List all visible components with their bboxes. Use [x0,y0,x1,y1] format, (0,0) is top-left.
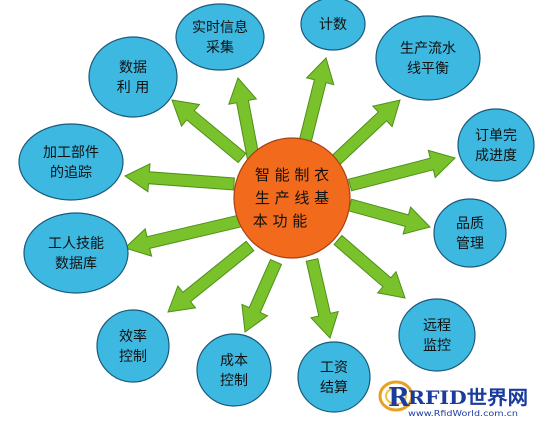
svg-text:R: R [388,383,410,413]
arrow-to-quality [347,198,431,235]
watermark-brand: RFID世界网 [408,387,528,409]
arrow-to-remote-monitor [333,234,406,299]
node-bubble [375,15,481,101]
node-label-line: 加工部件 [43,145,99,161]
node-label-line: 成进度 [475,148,517,164]
arrow-to-worker-skill-db [124,214,243,257]
node-label-line: 管理 [456,236,484,252]
arrow-to-data-use [171,99,247,164]
node-label-line: 工资 [320,360,348,376]
rfid-logo-icon: R [378,380,414,413]
node-label-line: 结算 [320,380,348,396]
rfidworld-watermark: R RFID世界网 www.RfidWorld.com.cn [378,376,534,420]
center-label-line: 本 功 能 [253,212,308,230]
node-data-use: 数据利 用 [88,36,178,118]
arrow-to-count [298,57,335,145]
node-bubble [18,123,124,201]
node-label-line: 品质 [456,216,484,232]
node-bubble [196,333,272,407]
node-bubble [300,0,366,51]
node-bubble [23,212,129,294]
arrow-to-efficiency-control [167,240,255,313]
node-count: 计数 [300,0,366,51]
arrow-to-line-balance [331,99,401,166]
node-bubble [297,341,371,413]
arrow-to-order-progress [347,149,456,192]
arrow-to-realtime-info [228,77,262,169]
node-bubble [457,108,535,182]
node-bubble [88,36,178,118]
node-label-line: 控制 [220,373,248,389]
node-label-line: 工人技能 [48,236,104,252]
arrow-to-parts-tracking [124,162,235,193]
nodes-layer: 实时信息采集计数生产流水线平衡订单完成进度品质管理远程监控工资结算成本控制效率控… [18,0,535,413]
node-label-line: 监控 [423,338,451,354]
center-label-line: 生 产 线 基 [255,189,329,207]
arrow-to-cost-control [241,258,283,333]
node-label-line: 实时信息 [192,19,248,36]
node-label-line: 线平衡 [407,61,449,77]
arrows-layer [124,57,456,339]
watermark-url: www.RfidWorld.com.cn [408,409,518,418]
center-bubble [233,137,351,259]
arrow-to-wage-calc [305,258,339,339]
node-bubble [175,3,265,71]
node-label-line: 的追踪 [50,165,92,181]
node-bubble [398,298,476,372]
node-label-line: 订单完 [475,128,517,144]
node-label-line: 数据 [119,60,147,76]
node-label-line: 利 用 [117,80,149,96]
center-node: 智 能 制 衣生 产 线 基本 功 能 [233,137,351,259]
node-label-line: 远程 [423,318,451,334]
center-label-line: 智 能 制 衣 [255,166,329,184]
node-label-line: 采集 [206,39,234,56]
node-bubble [96,309,170,383]
node-label-line: 成本 [220,353,248,369]
node-label-line: 数据库 [55,256,97,272]
node-label-line: 计数 [319,17,347,33]
node-label-line: 生产流水 [400,41,456,57]
node-bubble [433,198,507,268]
node-label-line: 效率 [119,328,147,345]
node-label-line: 控制 [119,349,147,365]
